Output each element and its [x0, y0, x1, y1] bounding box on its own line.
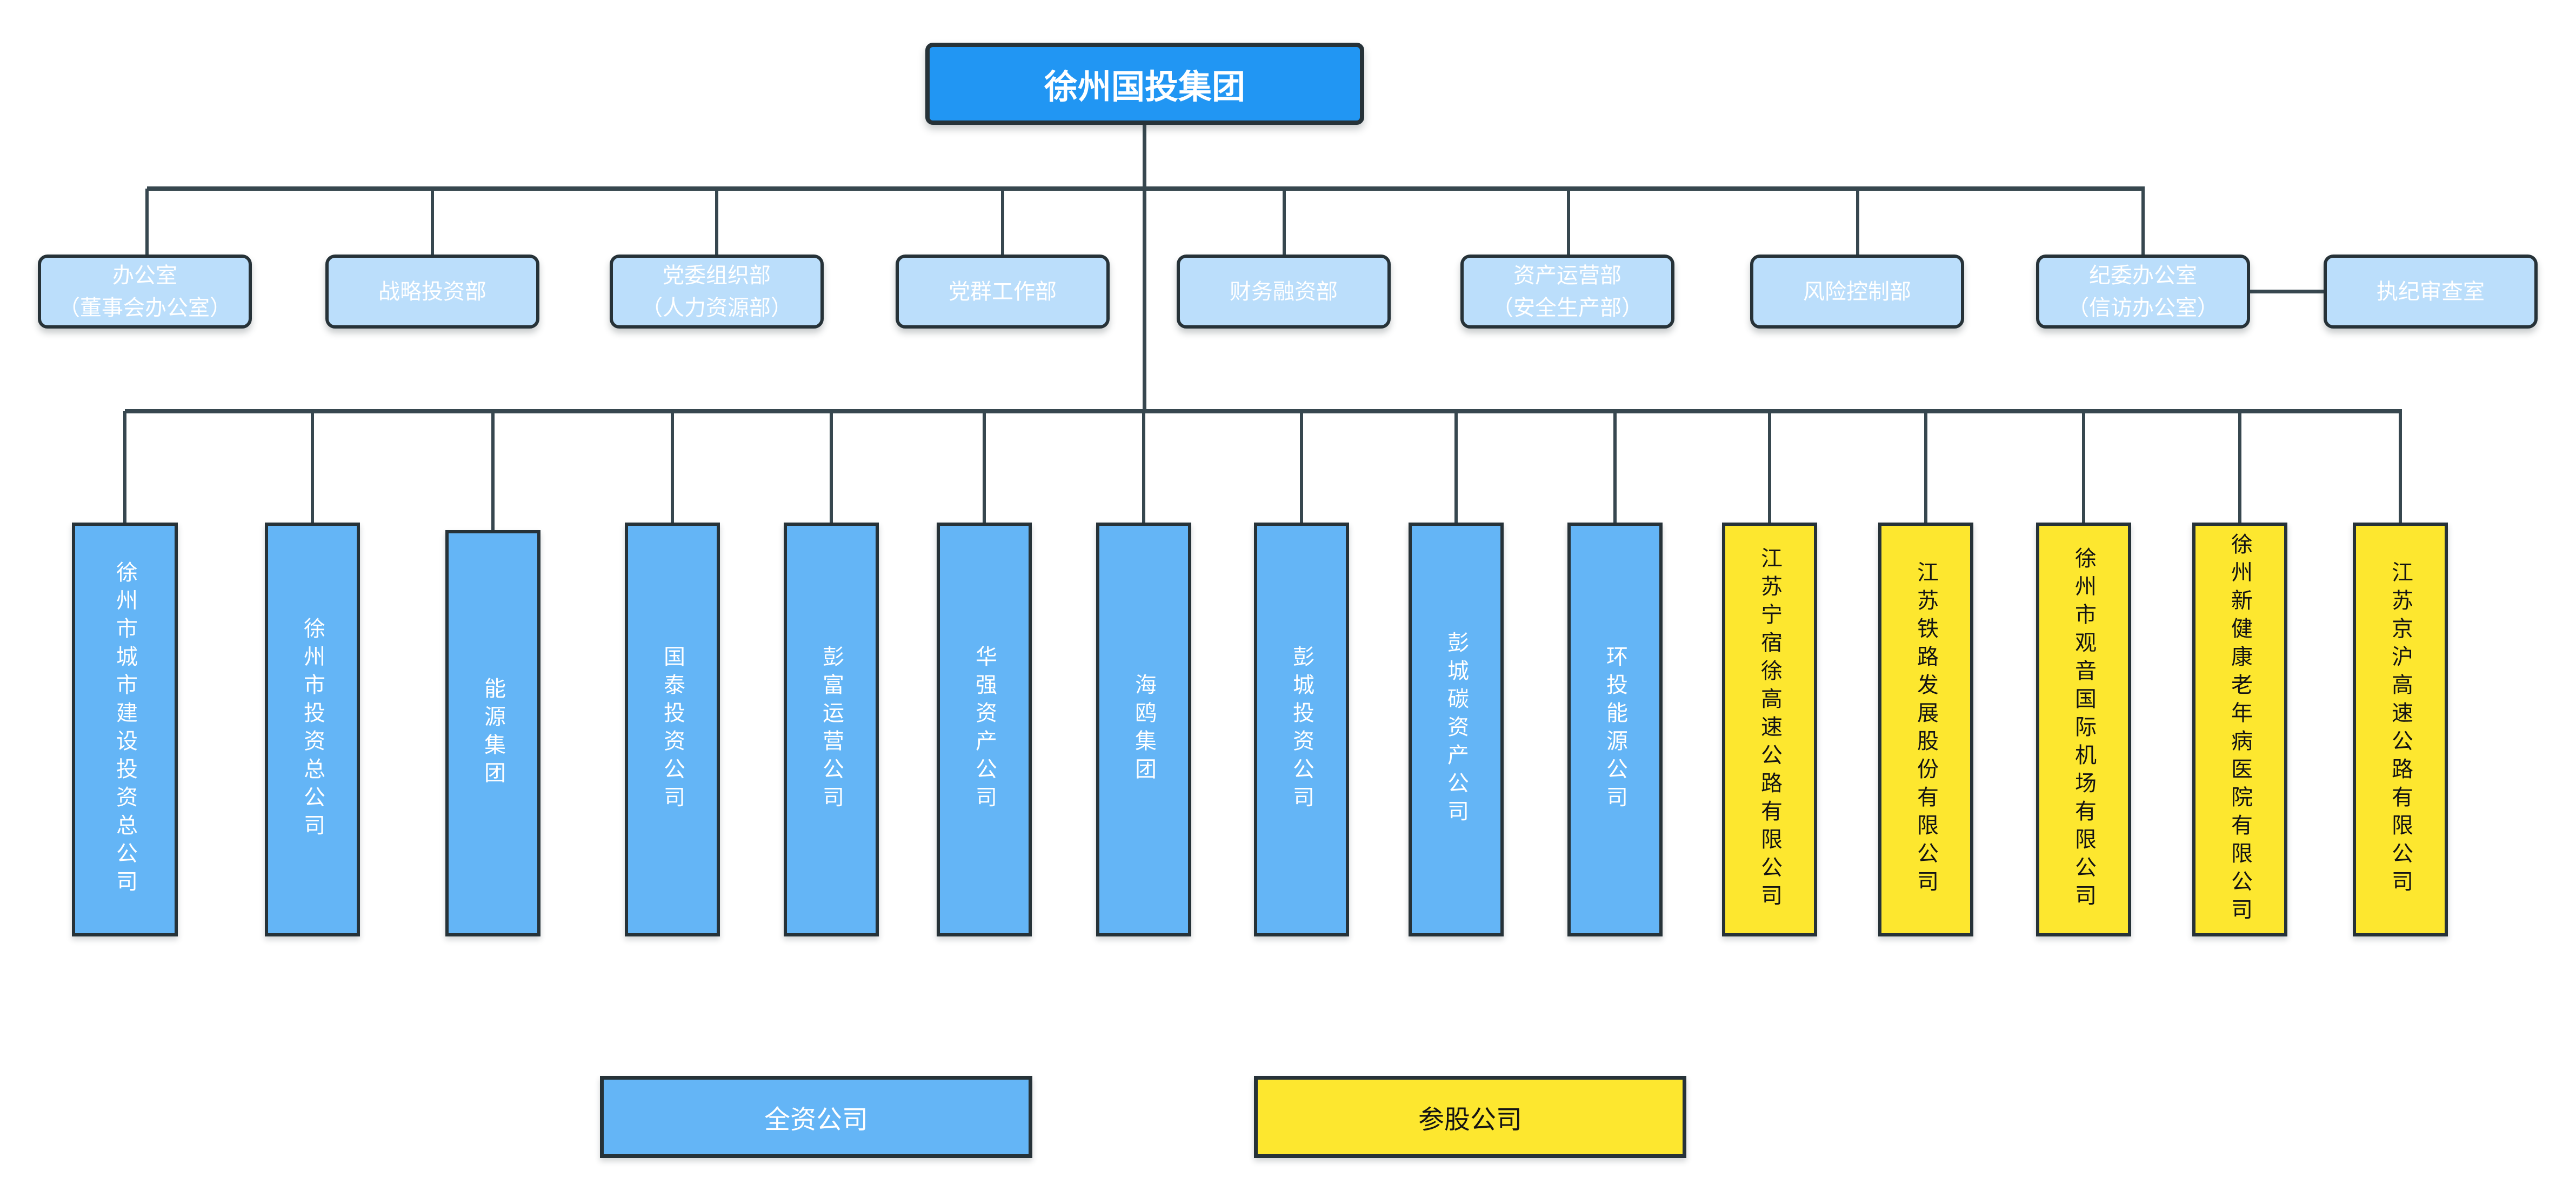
- connector-trunk: [1143, 125, 1146, 413]
- company-node-label: 徐州市城市建设投资总公司: [112, 561, 137, 898]
- company-node-label: 徐州新健康老年病医院有限公司: [2227, 533, 2252, 926]
- company-node-1: 徐州市城市建设投资总公司: [72, 523, 178, 936]
- company-node-7: 海鸥集团: [1096, 523, 1191, 936]
- connector-drop-company-2: [311, 411, 314, 523]
- connector-drop-company-3: [491, 411, 495, 530]
- connector-drop-company-12: [1924, 411, 1927, 523]
- legend-equity-participation: 参股公司: [1254, 1076, 1686, 1158]
- legend-wholly-label: 全资公司: [764, 1105, 868, 1135]
- company-node-6: 华强资产公司: [937, 523, 1032, 936]
- company-node-label: 江苏宁宿徐高速公路有限公司: [1757, 547, 1782, 912]
- connector-drop-company-11: [1768, 411, 1771, 523]
- connector-drop-company-15: [2399, 411, 2402, 523]
- dept-node-5: 财务融资部: [1177, 255, 1391, 329]
- connector-drop-company-5: [830, 411, 833, 523]
- company-node-label: 彭城投资公司: [1289, 645, 1314, 814]
- dept-node-6: 资产运营部 （安全生产部）: [1460, 255, 1674, 329]
- company-node-label: 能源集团: [481, 677, 505, 789]
- dept-node-label: 纪委办公室 （信访办公室）: [2067, 263, 2219, 320]
- connector-drop-dept-6: [1567, 189, 1570, 255]
- legend-equity-label: 参股公司: [1418, 1105, 1522, 1135]
- company-node-3: 能源集团: [445, 530, 540, 936]
- company-node-label: 环投能源公司: [1603, 645, 1627, 814]
- dept-node-3: 党委组织部 （人力资源部）: [610, 255, 824, 329]
- connector-drop-company-1: [123, 411, 126, 523]
- company-node-label: 国泰投资公司: [660, 645, 685, 814]
- company-node-8: 彭城投资公司: [1254, 523, 1349, 936]
- company-node-4: 国泰投资公司: [625, 523, 720, 936]
- company-node-label: 海鸥集团: [1131, 673, 1156, 786]
- dept-node-label: 办公室 （董事会办公室）: [58, 263, 231, 320]
- connector-drop-dept-4: [1001, 189, 1004, 255]
- company-node-10: 环投能源公司: [1567, 523, 1663, 936]
- dept-node-2: 战略投资部: [325, 255, 539, 329]
- company-node-12: 江苏铁路发展股份有限公司: [1878, 523, 1973, 936]
- company-node-label: 华强资产公司: [972, 645, 997, 814]
- company-node-label: 彭富运营公司: [819, 645, 844, 814]
- connector-lateral-dept-9: [2250, 290, 2324, 293]
- dept-node-8: 纪委办公室 （信访办公室）: [2036, 255, 2250, 329]
- connector-drop-company-13: [2082, 411, 2085, 523]
- company-node-label: 江苏京沪高速公路有限公司: [2388, 561, 2413, 898]
- connector-drop-company-6: [983, 411, 986, 523]
- company-node-13: 徐州市观音国际机场有限公司: [2036, 523, 2131, 936]
- connector-drop-company-10: [1613, 411, 1617, 523]
- company-node-label: 徐州市投资总公司: [300, 617, 325, 842]
- dept-node-4: 党群工作部: [896, 255, 1110, 329]
- company-node-9: 彭城碳资产公司: [1409, 523, 1504, 936]
- company-node-5: 彭富运营公司: [784, 523, 879, 936]
- company-node-label: 徐州市观音国际机场有限公司: [2071, 547, 2096, 912]
- connector-drop-company-9: [1454, 411, 1458, 523]
- connector-drop-company-7: [1142, 411, 1145, 523]
- dept-node-7: 风险控制部: [1750, 255, 1964, 329]
- connector-drop-dept-3: [715, 189, 718, 255]
- dept-node-label: 战略投资部: [378, 279, 486, 304]
- connector-drop-dept-5: [1283, 189, 1286, 255]
- dept-node-label: 风险控制部: [1803, 279, 1911, 304]
- connector-drop-company-8: [1300, 411, 1303, 523]
- legend-wholly-owned: 全资公司: [600, 1076, 1032, 1158]
- company-node-11: 江苏宁宿徐高速公路有限公司: [1722, 523, 1817, 936]
- connector-drop-dept-1: [145, 189, 149, 255]
- root-node-label: 徐州国投集团: [1044, 67, 1245, 106]
- company-node-14: 徐州新健康老年病医院有限公司: [2192, 523, 2287, 936]
- dept-node-label: 党群工作部: [949, 279, 1057, 304]
- dept-node-9: 执纪审查室: [2324, 255, 2538, 329]
- connector-drop-dept-8: [2141, 189, 2145, 255]
- dept-node-label: 资产运营部 （安全生产部）: [1492, 263, 1643, 320]
- company-node-2: 徐州市投资总公司: [265, 523, 360, 936]
- company-node-15: 江苏京沪高速公路有限公司: [2353, 523, 2448, 936]
- company-node-label: 江苏铁路发展股份有限公司: [1913, 561, 1938, 898]
- connector-hline-departments: [147, 186, 2145, 191]
- connector-drop-company-4: [671, 411, 674, 523]
- root-node: 徐州国投集团: [925, 43, 1364, 125]
- dept-node-1: 办公室 （董事会办公室）: [38, 255, 252, 329]
- connector-drop-company-14: [2238, 411, 2241, 523]
- dept-node-label: 财务融资部: [1230, 279, 1338, 304]
- connector-hline-companies: [125, 409, 2402, 413]
- connector-drop-dept-7: [1856, 189, 1859, 255]
- dept-node-label: 党委组织部 （人力资源部）: [641, 263, 792, 320]
- dept-node-label: 执纪审查室: [2377, 279, 2485, 304]
- connector-drop-dept-2: [431, 189, 434, 255]
- company-node-label: 彭城碳资产公司: [1444, 631, 1469, 828]
